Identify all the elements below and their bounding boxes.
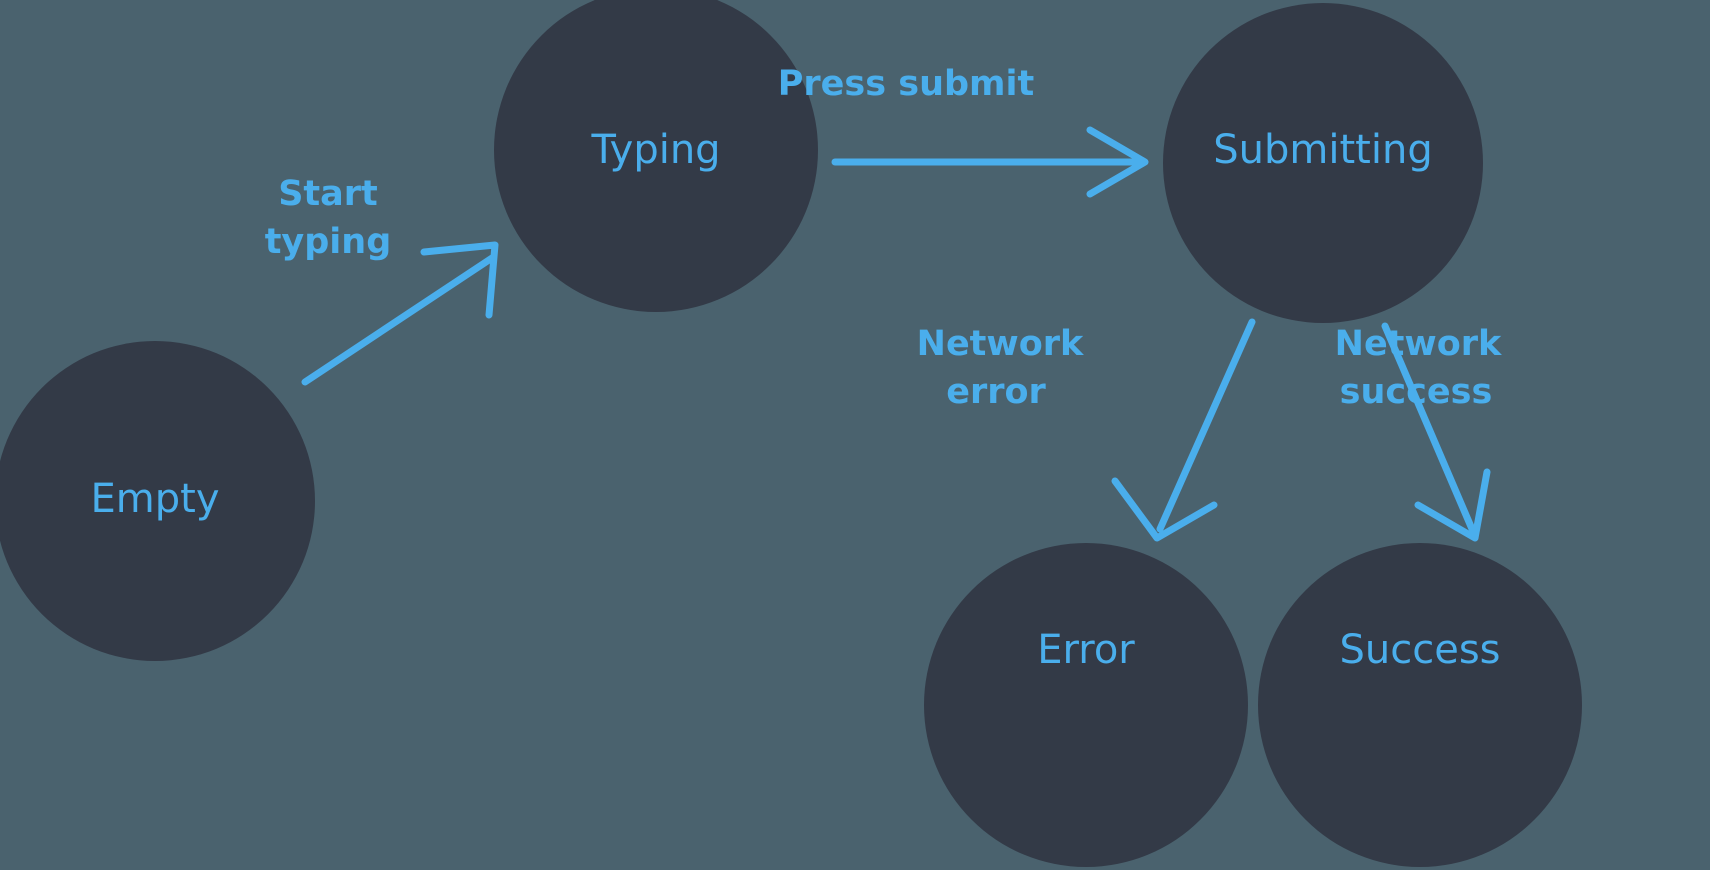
state-node-typing-shape[interactable] (494, 0, 818, 312)
state-node-success-label: Success (1339, 627, 1500, 673)
edge-label-press-submit: Press submit (778, 64, 1035, 104)
state-node-error-label: Error (1037, 627, 1135, 673)
edge-label-start-typing: Start typing (265, 174, 392, 262)
edge-label-network-error-line2: error (946, 372, 1046, 412)
state-node-submitting-shape[interactable] (1163, 3, 1483, 323)
edge-empty-to-typing (301, 241, 499, 386)
state-node-success-shape[interactable] (1258, 543, 1582, 867)
edge-label-network-error-line1: Network (917, 324, 1084, 364)
edge-submitting-to-error-line (1156, 318, 1256, 533)
edge-submitting-to-error-arrowhead (1111, 477, 1218, 542)
edge-submitting-to-success-line (1381, 322, 1476, 533)
state-node-success[interactable]: Success (1258, 543, 1582, 867)
state-node-empty-shape[interactable] (0, 341, 315, 661)
edge-label-press-submit-line1: Press submit (778, 64, 1035, 104)
state-node-error-shape[interactable] (924, 543, 1248, 867)
edge-submitting-to-success-arrowhead (1414, 468, 1491, 542)
edge-label-start-typing-line2: typing (265, 222, 392, 262)
state-node-submitting-label: Submitting (1213, 127, 1432, 173)
edge-submitting-to-success (1381, 322, 1491, 542)
state-node-empty-label: Empty (91, 476, 220, 522)
edge-typing-to-submitting (831, 126, 1149, 198)
state-node-submitting[interactable]: Submitting (1163, 3, 1483, 323)
edge-submitting-to-error (1111, 318, 1256, 542)
edge-label-start-typing-line1: Start (278, 174, 378, 214)
edge-label-network-success: Network success (1335, 324, 1502, 412)
edge-typing-to-submitting-arrowhead (1086, 126, 1149, 198)
state-node-empty[interactable]: Empty (0, 341, 315, 661)
state-node-error[interactable]: Error (924, 543, 1248, 867)
edge-label-network-success-line1: Network (1335, 324, 1502, 364)
state-node-typing[interactable]: Typing (494, 0, 818, 312)
state-node-typing-label: Typing (590, 127, 720, 173)
edge-empty-to-typing-arrowhead (420, 241, 499, 319)
edge-label-network-success-line2: success (1340, 372, 1493, 412)
edge-label-network-error: Network error (917, 324, 1084, 412)
edge-empty-to-typing-line (301, 254, 496, 386)
